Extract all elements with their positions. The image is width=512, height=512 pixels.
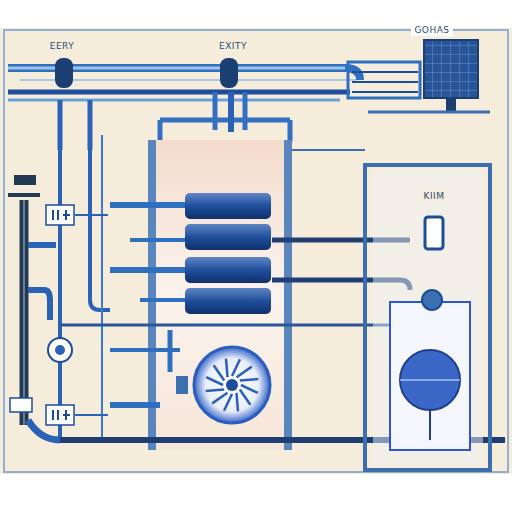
fan-blade: [212, 393, 227, 404]
manifold: [348, 62, 420, 98]
fan-blade: [206, 377, 223, 385]
left-piping: [8, 135, 110, 440]
fan-blade: [237, 367, 252, 378]
solar-panel: [368, 40, 490, 112]
column-housing: [148, 140, 292, 450]
fan-blade: [237, 393, 238, 412]
left-fittings: [10, 175, 74, 425]
cross-pipes: [60, 150, 505, 440]
fan-blade: [240, 379, 259, 380]
part-label: EERY: [47, 40, 78, 52]
fan-blade: [240, 390, 251, 405]
fan-blade: [206, 390, 225, 391]
valves: [55, 58, 238, 132]
side-pipes: [110, 205, 190, 405]
part-label: GOHAS: [411, 24, 452, 36]
frame: [4, 30, 508, 472]
fan-blade: [241, 385, 258, 393]
filter-cylinders: [185, 193, 271, 314]
fan-blade: [232, 359, 240, 376]
tower: [365, 165, 490, 470]
part-label: EXITY: [216, 40, 250, 52]
part-label: KIIM: [421, 190, 448, 202]
fan-blade: [214, 365, 225, 380]
background: [0, 28, 512, 474]
pump-fan: [176, 347, 270, 423]
fan-blade: [226, 359, 227, 378]
fan-blade: [224, 394, 232, 411]
